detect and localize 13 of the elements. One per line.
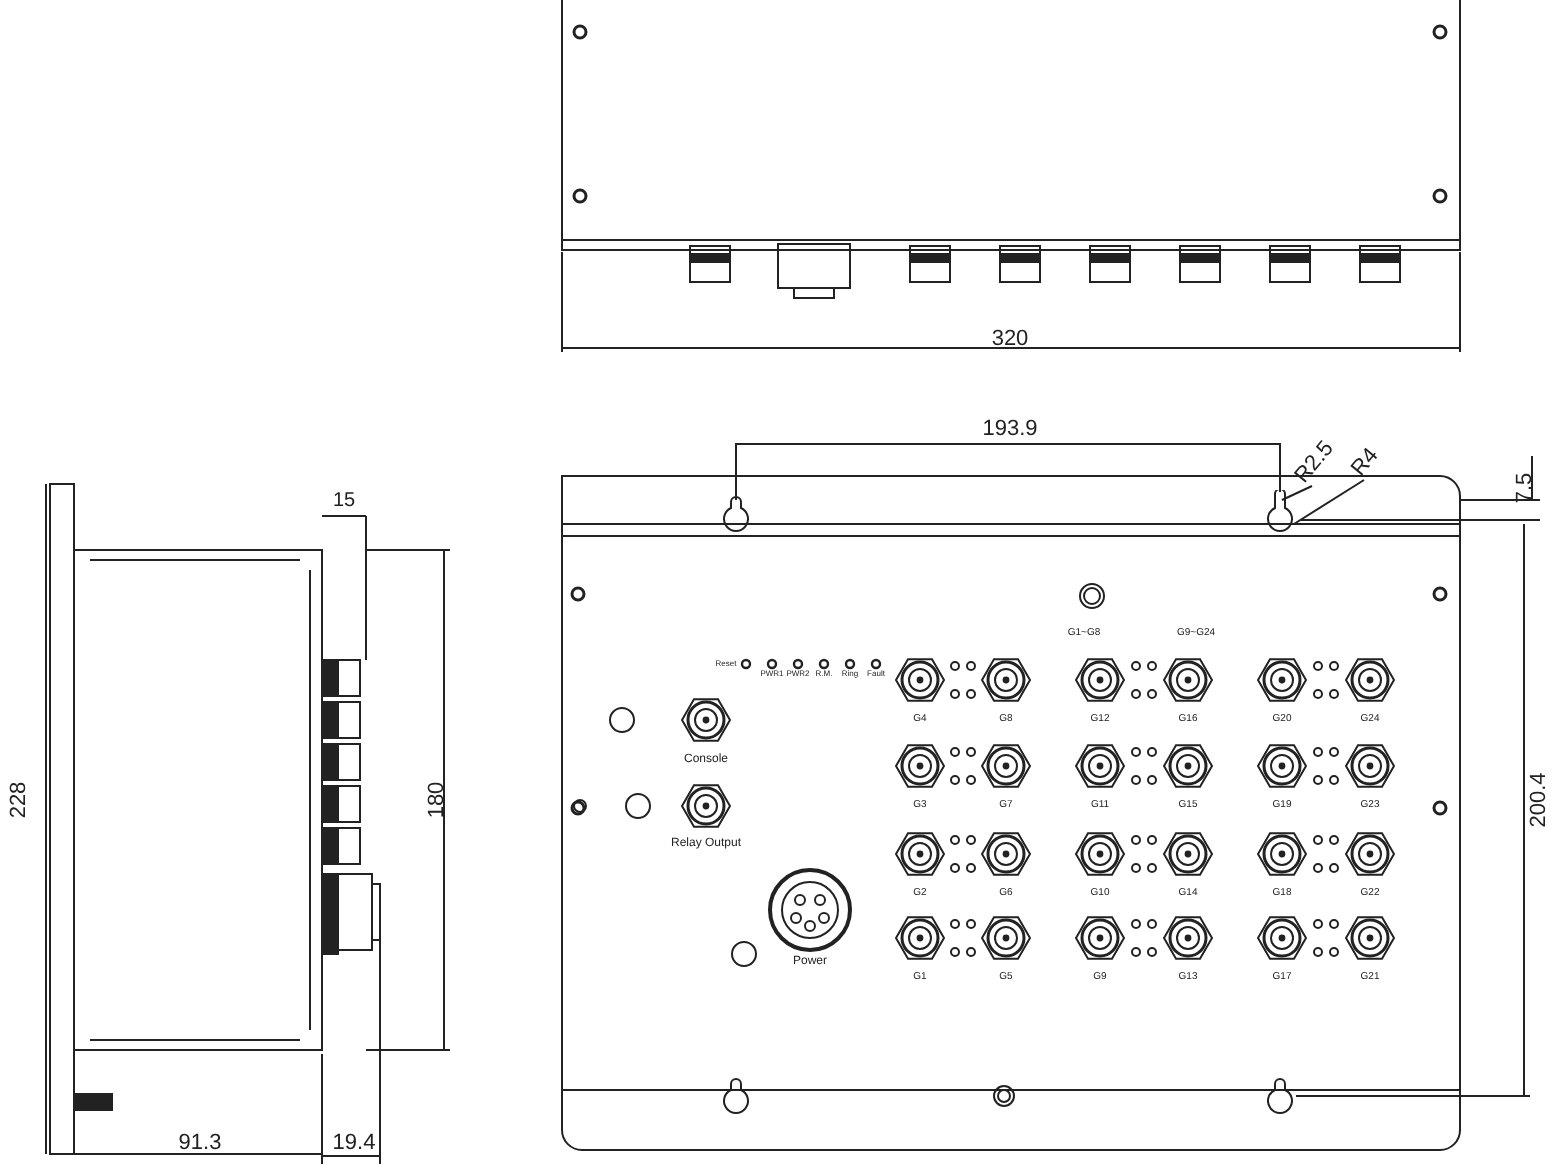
dimension-label: 15 xyxy=(332,492,356,512)
dimension-label: 180 xyxy=(427,781,449,819)
dimension-label: 19.4 xyxy=(332,1133,376,1155)
dimension-label: 91.3 xyxy=(178,1133,222,1155)
keyhole xyxy=(1266,490,1294,538)
radius-label: R4 xyxy=(1348,445,1384,481)
leader-line xyxy=(1293,479,1365,525)
leader-line xyxy=(1281,485,1313,501)
dimension-label: 193.9 xyxy=(982,419,1038,441)
dimension-label: 320 xyxy=(991,329,1029,351)
dimension-label: 7.5 xyxy=(1515,472,1537,504)
dimension-label: 228 xyxy=(9,781,31,819)
dimension-label: 200.4 xyxy=(1529,772,1551,828)
